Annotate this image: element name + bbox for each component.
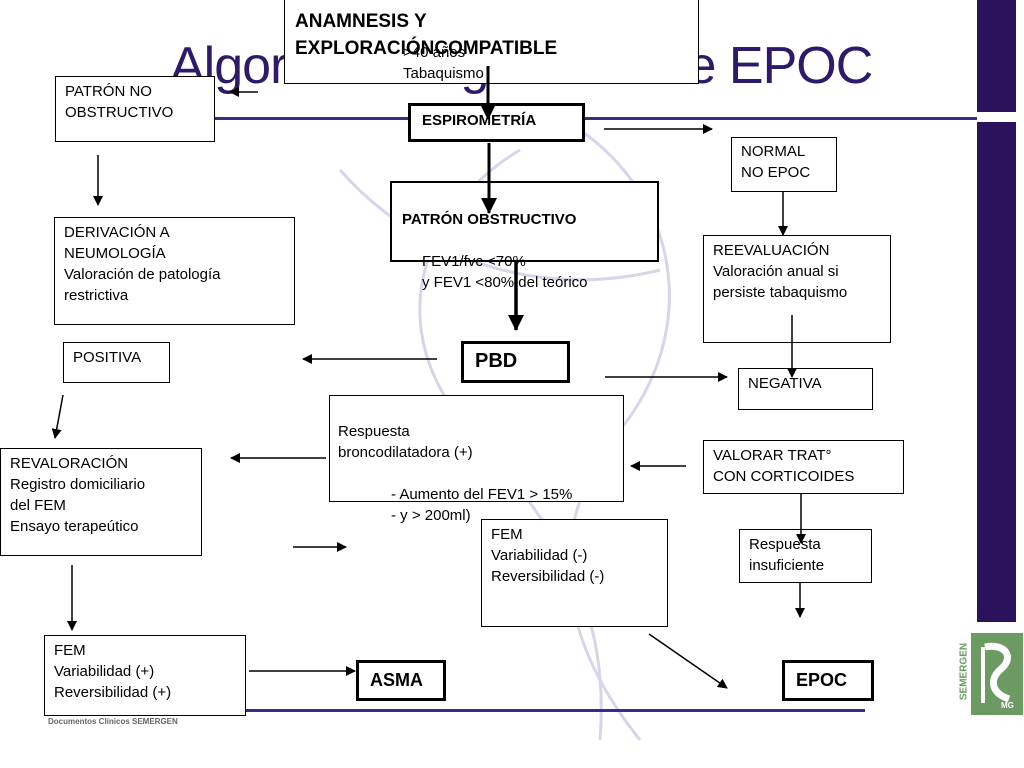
logo-emblem-icon: [971, 633, 1023, 715]
negativa-box: NEGATIVA: [738, 368, 873, 410]
patron-obstructivo-box: PATRÓN OBSTRUCTIVO FEV1/fvc <70% y FEV1 …: [390, 181, 659, 291]
accent-sidebar: [977, 0, 1016, 622]
respuesta-bd-criteria: - Aumento del FEV1 > 15% - y > 200ml): [391, 486, 573, 524]
footer-source: Documentos Clínicos SEMERGEN: [48, 717, 178, 726]
patron-obstructivo-title: PATRÓN OBSTRUCTIVO: [402, 211, 577, 228]
valorar-box: VALORAR TRAT° CON CORTICOIDES: [703, 440, 904, 494]
asma-box: ASMA: [356, 660, 446, 701]
positiva-box: POSITIVA: [63, 342, 170, 383]
fem-positivo-box: FEM Variabilidad (+) Reversibilidad (+): [44, 635, 246, 716]
logo-badge: MG: [1001, 701, 1014, 710]
derivacion-box: DERIVACIÓN A NEUMOLOGÍA Valoración de pa…: [54, 217, 295, 325]
arrow-fem-negativo-epoc: [648, 633, 728, 689]
anamnesis-box: ANAMNESIS Y EXPLORACIÓNCOMPATIBLE >40 añ…: [284, 0, 699, 84]
anamnesis-criteria: >40 años Tabaquismo: [403, 44, 484, 82]
patron-no-obstructivo-box: PATRÓN NO OBSTRUCTIVO: [55, 76, 215, 142]
espirometria-box: ESPIROMETRÍA: [408, 103, 585, 142]
respuesta-insuficiente-box: Respuesta insuficiente: [739, 529, 872, 583]
epoc-box: EPOC: [782, 660, 874, 701]
reevaluacion-box: REEVALUACIÓN Valoración anual si persist…: [703, 235, 891, 343]
respuesta-bd-title: Respuesta broncodilatadora (+): [338, 423, 473, 461]
semergen-logo-text: SEMERGEN: [958, 642, 970, 701]
semergen-logo: SEMERGEN MG: [957, 633, 1023, 715]
respuesta-bd-box: Respuesta broncodilatadora (+) - Aumento…: [329, 395, 624, 524]
title-rule: [215, 117, 977, 120]
pbd-box: PBD: [461, 341, 570, 383]
revaloracion-box: REVALORACIÓN Registro domiciliario del F…: [0, 448, 202, 556]
fem-negativo-box: FEM Variabilidad (-) Reversibilidad (-): [481, 519, 668, 627]
sidebar-gap: [977, 112, 1016, 122]
anamnesis-title: ANAMNESIS Y EXPLORACIÓNCOMPATIBLE: [295, 11, 558, 59]
normal-box: NORMAL NO EPOC: [731, 137, 837, 192]
arrow-positiva-revaloracion: [51, 394, 64, 439]
bottom-rule: [215, 709, 865, 712]
